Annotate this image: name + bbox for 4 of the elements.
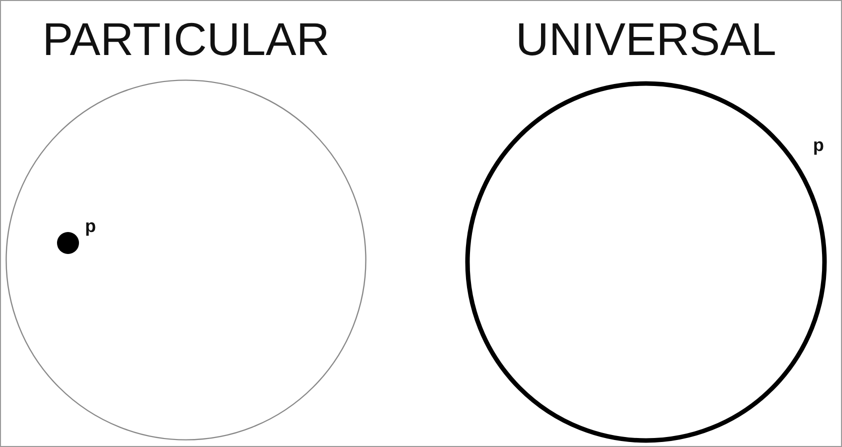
heading: UNIVERSAL (514, 13, 778, 65)
point-label: p (85, 216, 96, 236)
heading: PARTICULAR (41, 13, 331, 65)
point-label: p (813, 135, 824, 155)
